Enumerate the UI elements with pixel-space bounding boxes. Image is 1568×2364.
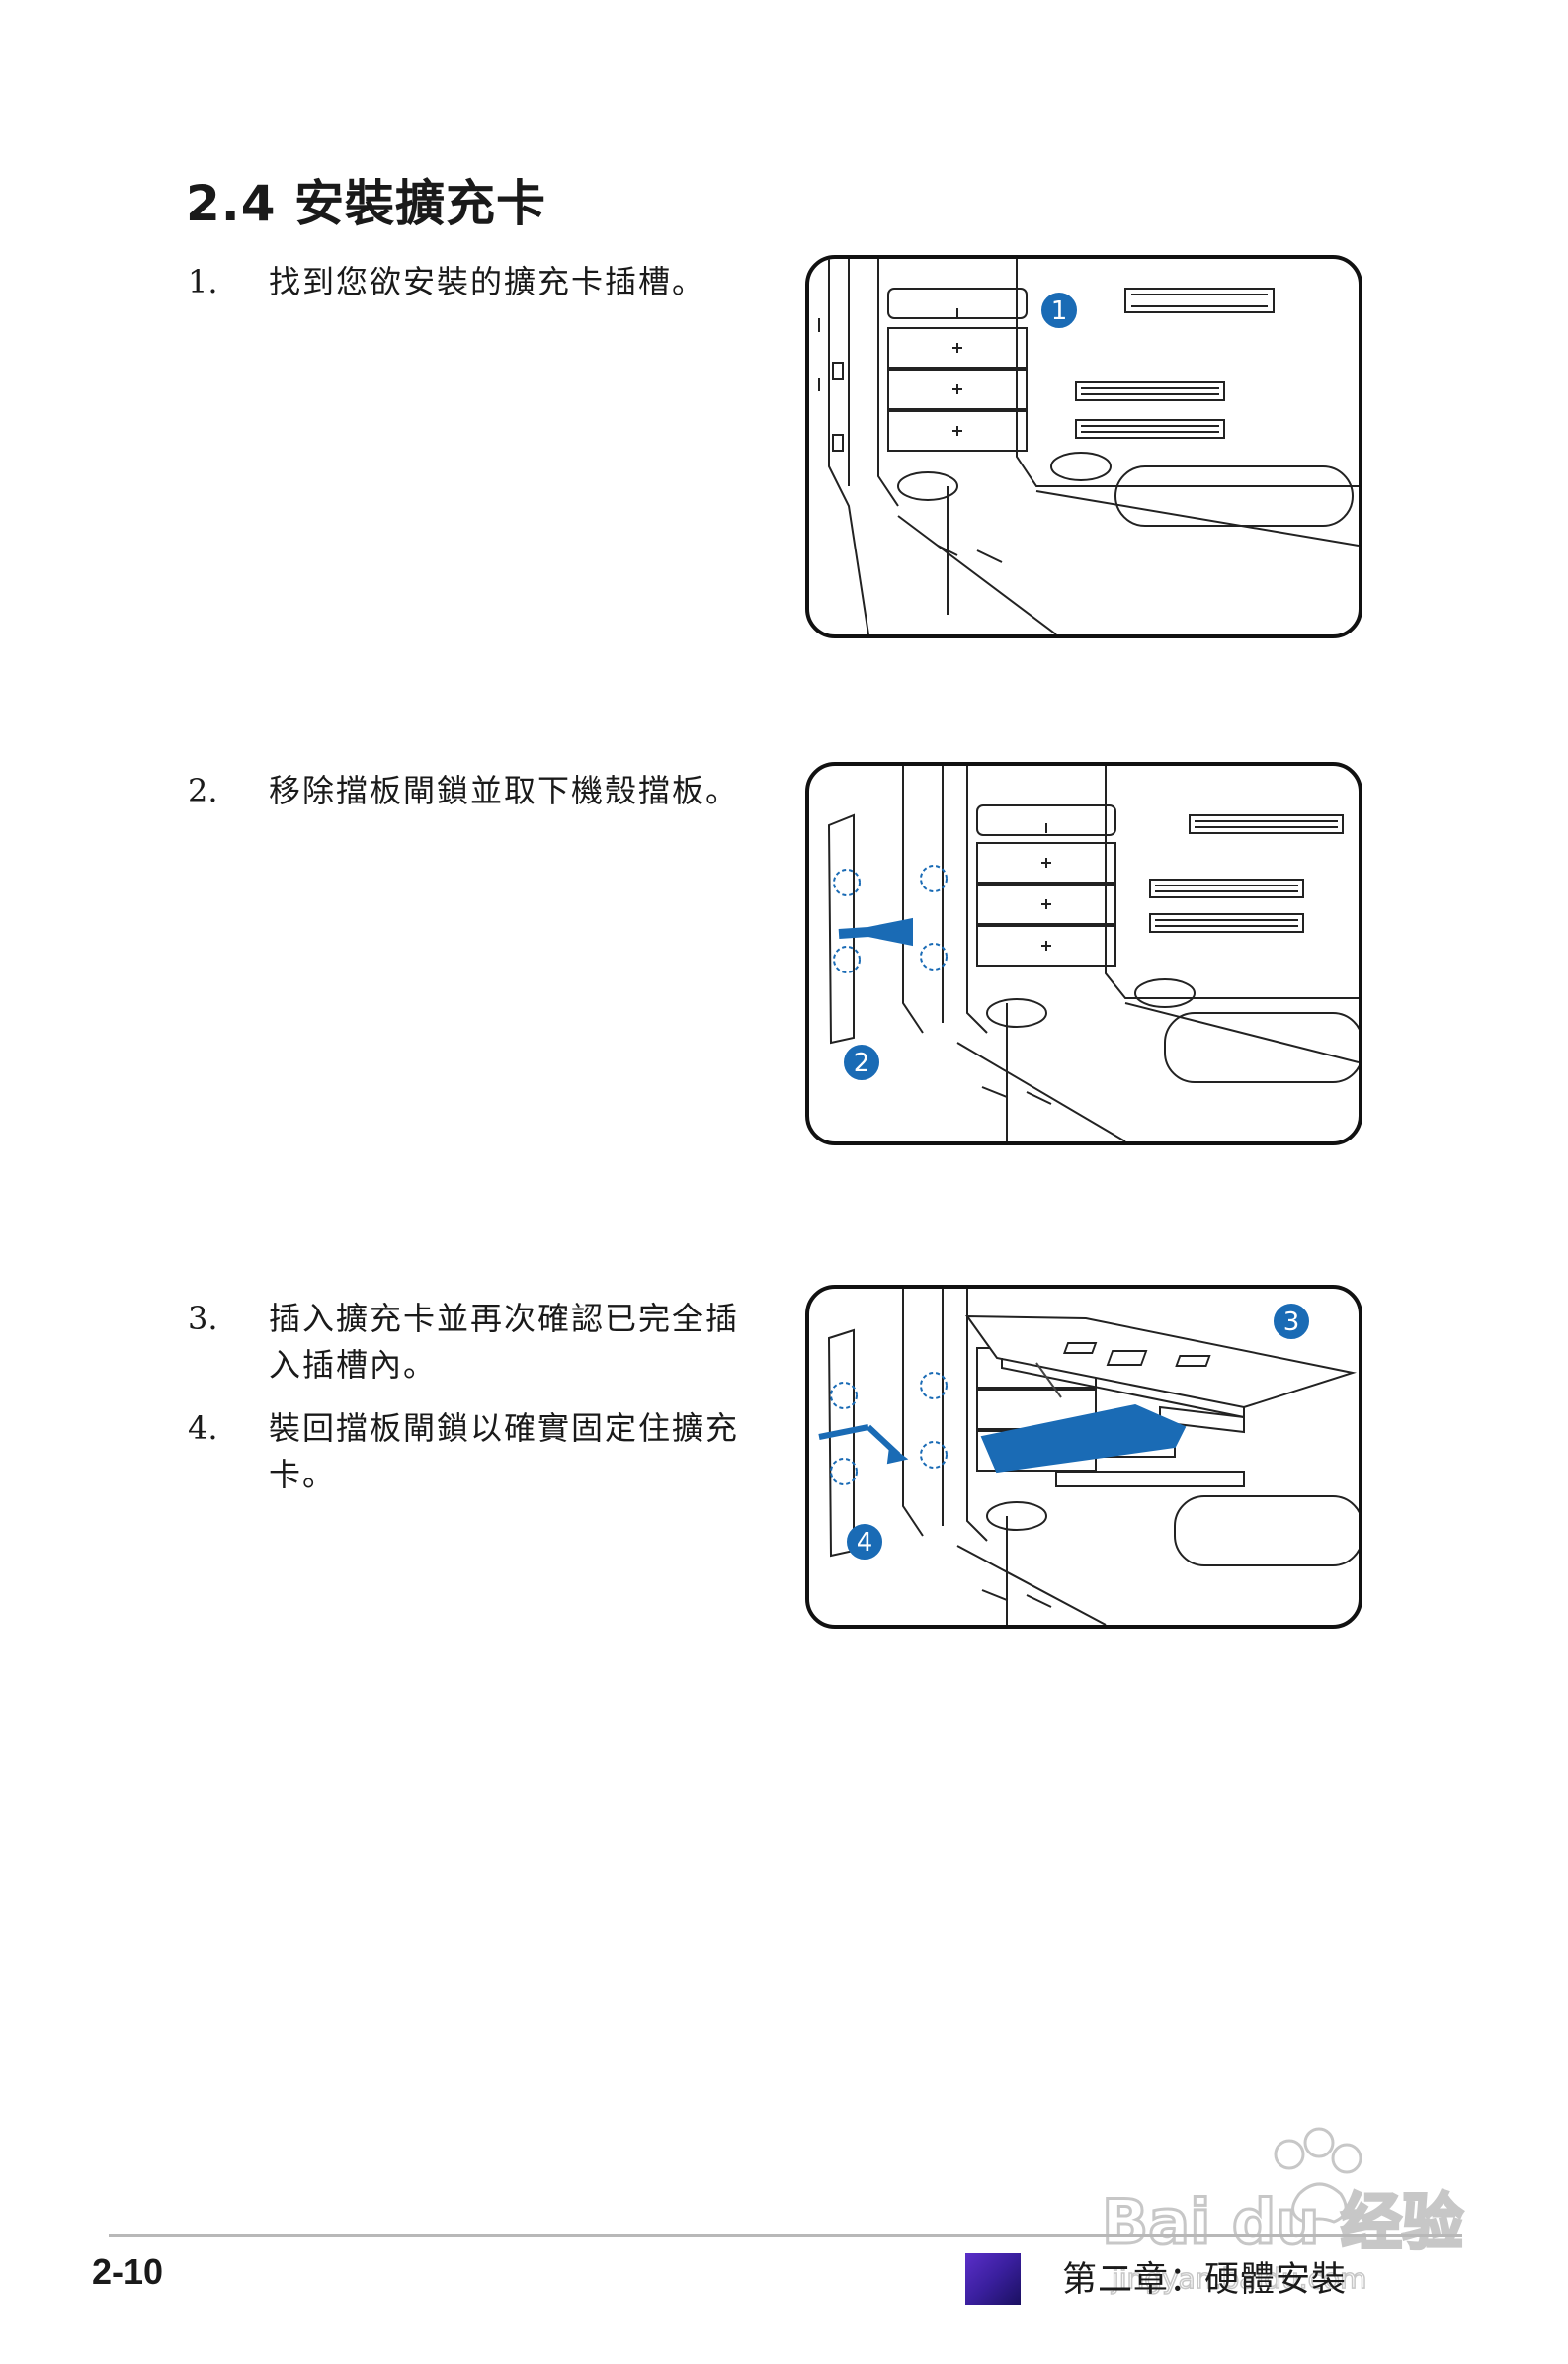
callout-marker	[1041, 293, 1077, 328]
figure-remove-cover: 2	[805, 762, 1362, 1145]
chassis-illustration: 3 4	[818, 1289, 1359, 1625]
chassis-illustration: 2	[827, 766, 1359, 1141]
page-number: 2-10	[92, 2251, 164, 2292]
chapter-title: 第二章：硬體安裝	[1062, 2260, 1348, 2300]
callout-label: 2	[854, 1049, 870, 1078]
step-number: 3.	[188, 1300, 218, 1337]
callout-marker	[847, 1524, 882, 1560]
step-3: 3. 插入擴充卡並再次確認已完全插入插槽內。	[188, 1296, 751, 1389]
step-4: 4. 裝回擋板閘鎖以確實固定住擴充卡。	[188, 1405, 751, 1498]
step-text: 移除擋板閘鎖並取下機殼擋板。	[269, 772, 740, 809]
footer-divider	[109, 2234, 1462, 2237]
step-text: 裝回擋板閘鎖以確實固定住擴充卡。	[269, 1409, 740, 1493]
slot-cover-bracket	[827, 1328, 855, 1558]
baidu-watermark: Bai du 经验 jingyan.baidu.com	[1101, 2127, 1465, 2296]
callout-marker	[844, 1045, 879, 1080]
callout-label: 4	[857, 1528, 873, 1558]
callout-marker	[1274, 1304, 1309, 1339]
insert-arrow	[980, 1403, 1187, 1474]
step-text: 插入擴充卡並再次確認已完全插入插槽內。	[269, 1300, 740, 1384]
callout-label: 3	[1283, 1308, 1300, 1337]
chassis-illustration: 1	[818, 259, 1359, 634]
step-number: 4.	[188, 1409, 218, 1447]
step-number: 1.	[188, 263, 218, 300]
step-text: 找到您欲安裝的擴充卡插槽。	[269, 263, 706, 300]
expansion-card	[965, 1314, 1357, 1409]
step-number: 2.	[188, 772, 218, 809]
step-1: 1. 找到您欲安裝的擴充卡插槽。	[188, 259, 751, 305]
removal-arrow	[838, 917, 913, 947]
figure-locate-slot: 1	[805, 255, 1362, 638]
callout-label: 1	[1051, 296, 1068, 326]
watermark-url: jingyan.baidu.com	[1111, 2262, 1366, 2295]
step-2: 2. 移除擋板閘鎖並取下機殼擋板。	[188, 768, 751, 814]
watermark-logo-text: Bai du 经验	[1102, 2186, 1463, 2258]
figure-insert-card: 3 4	[805, 1285, 1362, 1629]
chapter-color-swatch	[965, 2253, 1021, 2305]
section-title: 2.4 安裝擴充卡	[186, 175, 546, 232]
